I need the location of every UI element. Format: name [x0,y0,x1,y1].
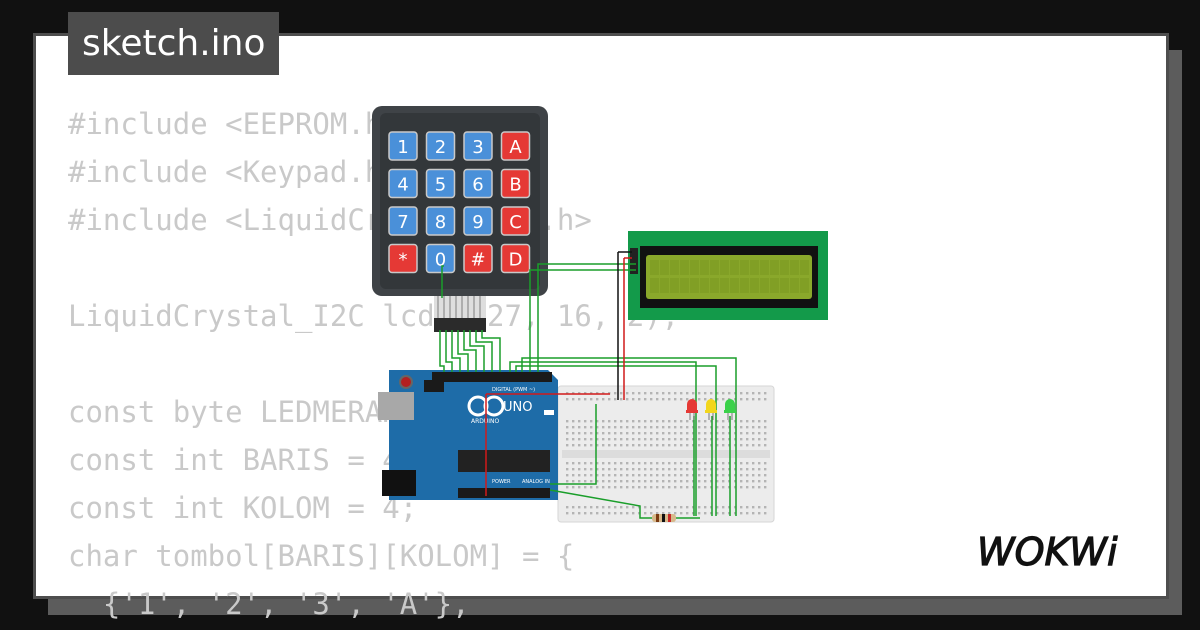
code-line: const int BARIS = 4; [68,443,418,477]
resistor [652,514,676,522]
keypad-key-4[interactable]: 4 [388,168,418,199]
keypad-key-5[interactable]: 5 [425,168,456,199]
keypad-key-label: 7 [397,212,408,233]
analog-label: ANALOG IN [522,479,550,485]
led[interactable] [724,399,736,420]
keypad-key-A[interactable]: A [500,131,531,161]
keypad-key-6[interactable]: 6 [463,168,493,199]
keypad-key-label: 9 [472,212,483,233]
keypad-key-label: * [399,250,408,271]
power-label: POWER [492,479,511,485]
keypad-key-label: 1 [397,137,408,158]
keypad-key-1[interactable]: 1 [388,131,418,161]
keypad-key-9[interactable]: 9 [463,206,493,236]
lcd-display[interactable] [628,231,828,320]
keypad-key-label: A [509,137,522,158]
keypad-key-label: C [509,212,522,233]
file-tab[interactable]: sketch.ino [68,12,280,75]
keypad-key-label: 3 [472,137,483,158]
keypad-key-*[interactable]: * [388,243,418,274]
keypad-key-8[interactable]: 8 [425,206,456,236]
keypad-key-7[interactable]: 7 [388,206,418,236]
keypad-key-label: 0 [435,250,446,271]
code-line: char tombol[BARIS][KOLOM] = { [68,539,575,573]
keypad-key-D[interactable]: D [500,243,531,274]
keypad-key-label: 2 [435,137,446,158]
led-group [686,399,736,420]
arduino-model: UNO [503,400,532,415]
keypad-key-label: 5 [435,175,446,196]
keypad-key-label: 4 [397,175,408,196]
keypad-key-0[interactable]: 0 [425,243,456,274]
file-tab-label: sketch.ino [82,23,266,64]
keypad-key-label: # [470,250,485,271]
code-line: const int KOLOM = 4; [68,491,418,525]
code-line: #include <Keypad.h> [68,155,400,189]
keypad-key-2[interactable]: 2 [425,131,456,161]
breadboard [557,385,775,523]
led[interactable] [686,399,698,420]
keypad-key-#[interactable]: # [463,243,493,274]
led[interactable] [705,399,717,420]
keypad-key-B[interactable]: B [500,168,531,199]
keypad-key-label: 8 [435,212,446,233]
wokwi-logo-text: WOKWi [977,530,1118,574]
keypad-key-3[interactable]: 3 [463,131,493,161]
wokwi-logo: WOKWi [976,529,1118,574]
keypad-key-label: B [509,175,521,196]
breadboard-holes [566,392,767,515]
arduino-uno[interactable]: UNO ARDUINO DIGITAL (PWM ~) POWER ANALOG… [378,370,558,500]
keypad-key-label: 6 [472,175,483,196]
keypad-key-C[interactable]: C [500,206,531,236]
digital-label: DIGITAL (PWM ~) [492,387,535,393]
keypad[interactable]: 1 2 3 A 4 5 6 B 7 8 9 C * 0 # D [372,106,548,332]
wires [439,251,737,519]
keypad-key-label: D [509,250,523,271]
code-line: #include <EEPROM.h> [68,107,400,141]
